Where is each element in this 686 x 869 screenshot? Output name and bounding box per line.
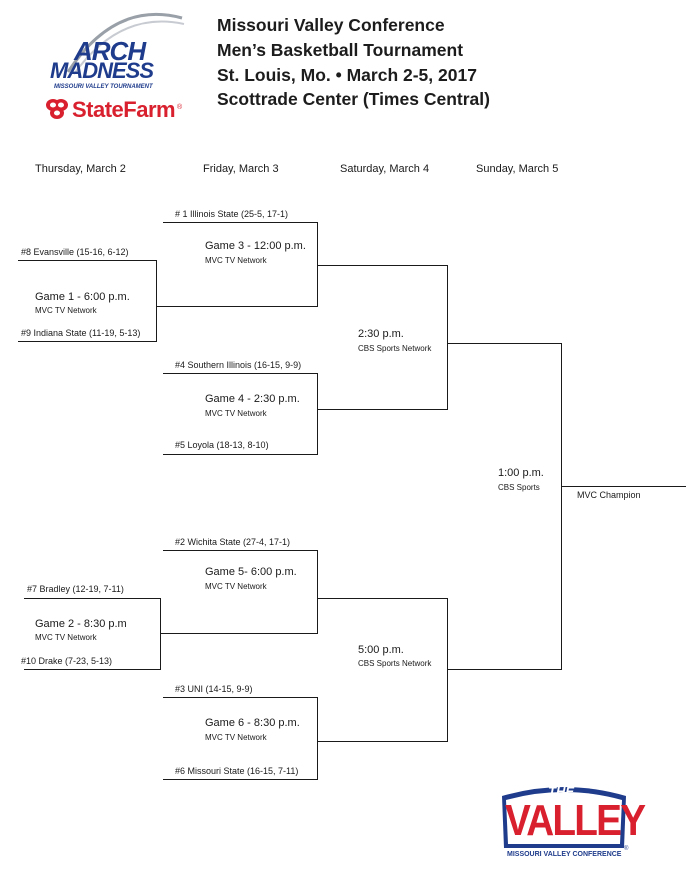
line-seed7 bbox=[24, 598, 161, 599]
arch-graphic bbox=[66, 12, 185, 75]
game5-time: Game 5- 6:00 p.m. bbox=[205, 566, 297, 578]
semifinal1-network: CBS Sports Network bbox=[358, 344, 432, 353]
header-venue: Scottrade Center (Times Central) bbox=[217, 89, 490, 109]
team-seed2: #2 Wichita State (27-4, 17-1) bbox=[175, 537, 291, 547]
line-game5-join bbox=[317, 550, 318, 634]
valley-the-text: THE bbox=[548, 784, 574, 799]
line-seed8 bbox=[18, 260, 157, 261]
line-seed5 bbox=[163, 454, 318, 455]
header-location-dates: St. Louis, Mo. • March 2-5, 2017 bbox=[217, 65, 477, 85]
line-seed10 bbox=[24, 669, 161, 670]
line-game5-winner bbox=[317, 598, 448, 599]
game3-network: MVC TV Network bbox=[205, 256, 267, 265]
line-game1-join bbox=[156, 260, 157, 342]
line-semi1-winner bbox=[447, 343, 562, 344]
line-game4-winner bbox=[317, 409, 448, 410]
game6-network: MVC TV Network bbox=[205, 733, 267, 742]
line-champion bbox=[561, 486, 686, 487]
line-seed2 bbox=[163, 550, 318, 551]
line-seed9 bbox=[18, 341, 157, 342]
team-seed9: #9 Indiana State (11-19, 5-13) bbox=[21, 328, 141, 338]
line-semi1-join bbox=[447, 265, 448, 410]
team-seed10: #10 Drake (7-23, 5-13) bbox=[21, 656, 113, 666]
valley-conference-text: MISSOURI VALLEY CONFERENCE bbox=[507, 851, 622, 858]
line-seed1 bbox=[163, 222, 318, 223]
line-game6-join bbox=[317, 697, 318, 780]
line-seed4 bbox=[163, 373, 318, 374]
game4-time: Game 4 - 2:30 p.m. bbox=[205, 393, 300, 405]
semifinal1-time: 2:30 p.m. bbox=[358, 328, 404, 340]
statefarm-registered-mark: ® bbox=[177, 104, 183, 111]
champion-label: MVC Champion bbox=[577, 490, 641, 500]
line-game4-join bbox=[317, 373, 318, 455]
line-final-join bbox=[561, 343, 562, 670]
game5-network: MVC TV Network bbox=[205, 582, 267, 591]
team-seed3: #3 UNI (14-15, 9-9) bbox=[175, 684, 253, 694]
line-seed6 bbox=[163, 779, 318, 780]
line-semi2-winner bbox=[447, 669, 562, 670]
arch-wordmark: ARCH bbox=[74, 36, 146, 66]
line-game2-winner bbox=[160, 633, 318, 634]
valley-wordmark: VALLEY bbox=[505, 796, 646, 845]
game3-time: Game 3 - 12:00 p.m. bbox=[205, 240, 306, 252]
game2-time: Game 2 - 8:30 p.m bbox=[35, 618, 127, 630]
final-network: CBS Sports bbox=[498, 483, 540, 492]
day-saturday: Saturday, March 4 bbox=[340, 163, 430, 175]
madness-wordmark: MADNESS bbox=[50, 58, 154, 83]
header-tournament: Men’s Basketball Tournament bbox=[217, 40, 464, 60]
header-conference: Missouri Valley Conference bbox=[217, 15, 445, 35]
game1-time: Game 1 - 6:00 p.m. bbox=[35, 291, 130, 303]
line-game6-winner bbox=[317, 741, 448, 742]
statefarm-wordmark: StateFarm bbox=[72, 97, 176, 122]
statefarm-ovals-icon bbox=[46, 99, 68, 119]
team-seed6: #6 Missouri State (16-15, 7-11) bbox=[175, 766, 299, 776]
day-friday: Friday, March 3 bbox=[203, 163, 279, 175]
team-seed1: # 1 Illinois State (25-5, 17-1) bbox=[175, 209, 289, 219]
day-thursday: Thursday, March 2 bbox=[35, 163, 126, 175]
day-sunday: Sunday, March 5 bbox=[476, 163, 559, 175]
semifinal2-time: 5:00 p.m. bbox=[358, 644, 404, 656]
team-seed5: #5 Loyola (18-13, 8-10) bbox=[175, 440, 269, 450]
line-game3-join bbox=[317, 222, 318, 307]
semifinal2-network: CBS Sports Network bbox=[358, 659, 432, 668]
final-time: 1:00 p.m. bbox=[498, 467, 544, 479]
valley-registered-mark: ® bbox=[624, 846, 629, 852]
team-seed8: #8 Evansville (15-16, 6-12) bbox=[21, 247, 129, 257]
game2-network: MVC TV Network bbox=[35, 633, 97, 642]
game1-network: MVC TV Network bbox=[35, 306, 97, 315]
line-game3-winner bbox=[317, 265, 448, 266]
game6-time: Game 6 - 8:30 p.m. bbox=[205, 717, 300, 729]
line-seed3 bbox=[163, 697, 318, 698]
game4-network: MVC TV Network bbox=[205, 409, 267, 418]
team-seed4: #4 Southern Illinois (16-15, 9-9) bbox=[175, 360, 302, 370]
line-semi2-join bbox=[447, 598, 448, 742]
line-game1-winner bbox=[156, 306, 318, 307]
line-game2-join bbox=[160, 598, 161, 670]
tournament-subtitle: MISSOURI VALLEY TOURNAMENT bbox=[54, 84, 153, 90]
valley-shield-graphic bbox=[502, 787, 626, 848]
team-seed7: #7 Bradley (12-19, 7-11) bbox=[27, 584, 124, 594]
